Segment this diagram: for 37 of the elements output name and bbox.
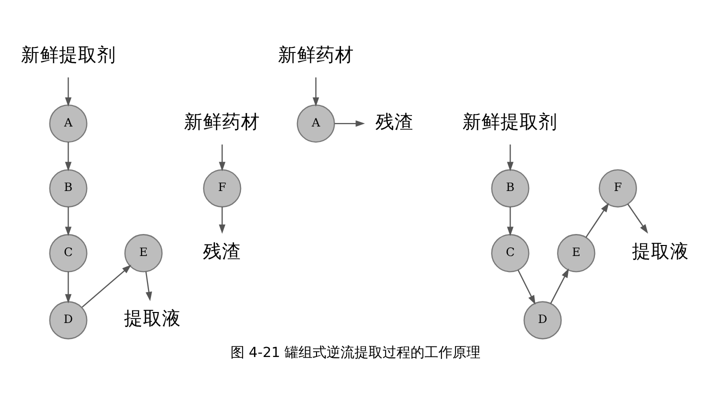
arrow [507, 206, 514, 236]
node-text: 新鲜药材 [184, 112, 260, 133]
arrow [518, 270, 536, 305]
node-circle: C [491, 234, 530, 272]
arrow [145, 272, 152, 302]
node-circle: A [296, 104, 335, 143]
arrow [507, 144, 514, 172]
arrow [82, 264, 132, 308]
node-circle: E [557, 234, 596, 272]
node-text: 新鲜提取剂 [20, 44, 116, 66]
arrow [65, 77, 72, 107]
caption: 图 4-21 罐组式逆流提取过程的工作原理 [230, 344, 481, 361]
node-circle: B [491, 169, 530, 208]
node-circle: D [524, 301, 562, 340]
arrow [586, 202, 609, 238]
node-circle: F [203, 169, 242, 208]
node-text: 新鲜提取剂 [462, 112, 558, 133]
node-circle: C [49, 234, 88, 272]
arrow [65, 142, 72, 172]
arrow [312, 77, 320, 107]
arrow [218, 206, 226, 234]
node-text: 提取液 [632, 242, 690, 263]
arrow [550, 268, 569, 304]
node-text: 残渣 [203, 242, 242, 263]
node-circle: E [124, 234, 163, 272]
arrow [627, 204, 648, 234]
node-circle: A [49, 104, 88, 143]
node-circle: F [598, 169, 637, 208]
arrow [65, 272, 72, 304]
node-text: 残渣 [376, 112, 414, 133]
arrow [218, 144, 226, 172]
node-circle: D [49, 301, 88, 340]
node-text: 提取液 [124, 308, 182, 330]
node-text: 新鲜药材 [278, 44, 354, 66]
arrow [65, 206, 72, 236]
node-circle: B [49, 169, 88, 208]
arrow [334, 120, 365, 127]
